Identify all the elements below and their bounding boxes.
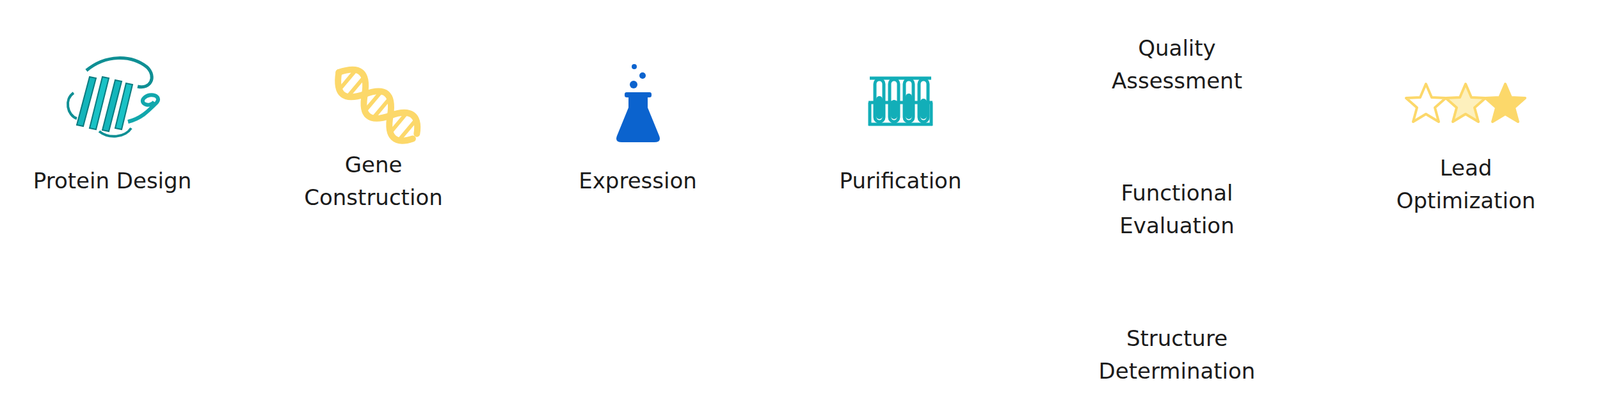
- test-tubes-icon: [868, 78, 933, 126]
- box-frame: [0, 30, 248, 240]
- label-area: Protein Design: [25, 139, 200, 223]
- label-area: Lead Optimization: [1379, 142, 1553, 226]
- box-label: Lead Optimization: [1379, 151, 1553, 217]
- box-label: Structure Determination: [1086, 321, 1268, 388]
- process-box: Expression: [525, 30, 773, 240]
- dna-icon: [328, 60, 425, 148]
- box-frame: [787, 30, 1036, 240]
- box-label: Quality Assessment: [1086, 32, 1268, 98]
- box-frame: [1066, 292, 1311, 416]
- box-label: Functional Evaluation: [1086, 176, 1268, 242]
- box-label: Gene Construction: [286, 148, 461, 214]
- label-area: Quality Assessment: [1086, 16, 1268, 114]
- label-area: Gene Construction: [286, 139, 461, 223]
- box-label: Expression: [578, 164, 697, 198]
- box-frame: [1066, 1, 1311, 128]
- protein-icon: [67, 58, 159, 137]
- label-area: Structure Determination: [1086, 306, 1268, 402]
- label-area: Expression: [551, 139, 725, 223]
- stars-icon: [1406, 83, 1526, 122]
- process-box: Functional Evaluation: [1066, 145, 1311, 273]
- process-box: Lead Optimization: [1353, 33, 1600, 244]
- process-box: Structure Determination: [1066, 292, 1311, 416]
- box-frame: [1066, 145, 1311, 273]
- box-label: Protein Design: [33, 164, 192, 198]
- flask-icon: [616, 64, 660, 143]
- label-area: Purification: [813, 139, 988, 223]
- box-label: Purification: [839, 164, 962, 198]
- label-area: Functional Evaluation: [1086, 160, 1268, 259]
- box-frame: [525, 30, 773, 240]
- process-box: Protein Design: [0, 30, 248, 240]
- process-box: Quality Assessment: [1066, 1, 1311, 128]
- process-box: Gene Construction: [261, 30, 509, 240]
- process-box: Purification: [787, 30, 1036, 240]
